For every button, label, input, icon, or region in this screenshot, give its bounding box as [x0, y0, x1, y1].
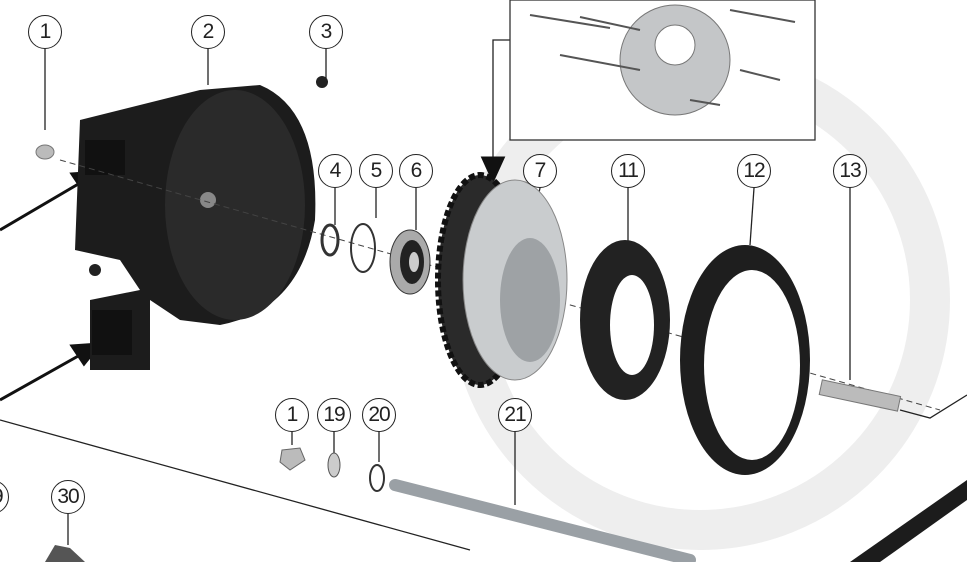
- part-7-sprocket-hub: [435, 172, 568, 388]
- callout-1-lower: 1: [275, 398, 309, 432]
- inset-sprocket: [529, 4, 796, 116]
- callout-5: 5: [359, 154, 393, 188]
- callout-13: 13: [833, 154, 867, 188]
- callout-11: 11: [611, 154, 645, 188]
- part-30-sprocket: [45, 545, 85, 562]
- part-19-washer: [327, 452, 341, 478]
- part-2-chain-cover: [75, 85, 316, 370]
- callout-6: 6: [399, 154, 433, 188]
- callout-12: 12: [737, 154, 771, 188]
- part-21-axle: [389, 479, 696, 562]
- part-3-nut: [316, 76, 328, 88]
- part-1-nut: [35, 144, 55, 160]
- part-4-washer: [320, 223, 340, 257]
- callout-3: 3: [309, 15, 343, 49]
- callout-21: 21: [498, 398, 532, 432]
- callout-4: 4: [318, 154, 352, 188]
- callout-7: 7: [523, 154, 557, 188]
- part-1-nut-lower: [279, 447, 306, 471]
- part-13-spacer: [818, 379, 902, 412]
- part-20-lock-washer: [369, 464, 385, 492]
- part-11-adapter-ring: [580, 240, 670, 400]
- callout-2: 2: [191, 15, 225, 49]
- callout-20: 20: [362, 398, 396, 432]
- callout-30: 30: [51, 480, 85, 514]
- frame-tube: [850, 480, 967, 562]
- part-6-bearing: [389, 229, 431, 295]
- callout-19: 19: [317, 398, 351, 432]
- part-5-clip: [350, 223, 376, 273]
- leader-lines: [0, 39, 967, 551]
- callout-1: 1: [28, 15, 62, 49]
- part-12-cover-ring: [680, 245, 810, 475]
- part-3-nut: [89, 264, 101, 276]
